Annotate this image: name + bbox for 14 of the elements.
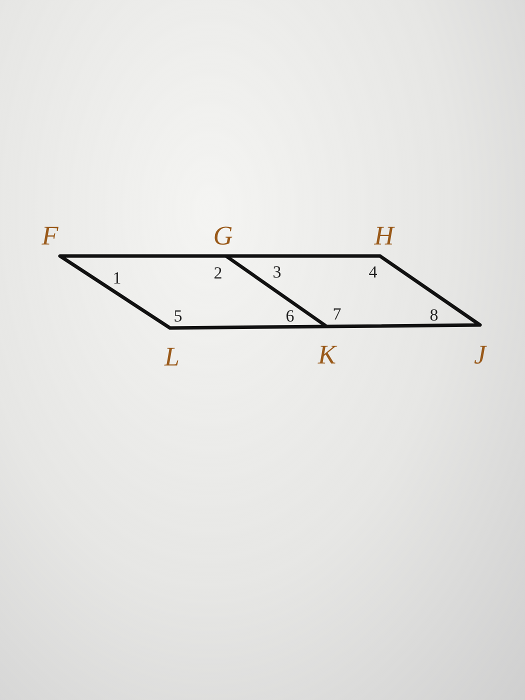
vertex-label: G — [213, 222, 233, 250]
vertex-label: L — [164, 344, 180, 370]
vertex-label: H — [374, 222, 394, 250]
angle-number: 2 — [214, 264, 222, 282]
vertex-label: F — [42, 222, 58, 250]
angle-number: 3 — [272, 264, 282, 280]
angle-number: 5 — [174, 308, 182, 324]
angle-number: 1 — [112, 270, 122, 286]
angle-number: 7 — [332, 306, 342, 322]
vertex-label: K — [318, 342, 336, 368]
angle-number: 6 — [286, 308, 294, 324]
angle-number: 8 — [430, 306, 438, 324]
angle-number: 4 — [368, 264, 378, 280]
vertex-label: J — [474, 342, 486, 368]
